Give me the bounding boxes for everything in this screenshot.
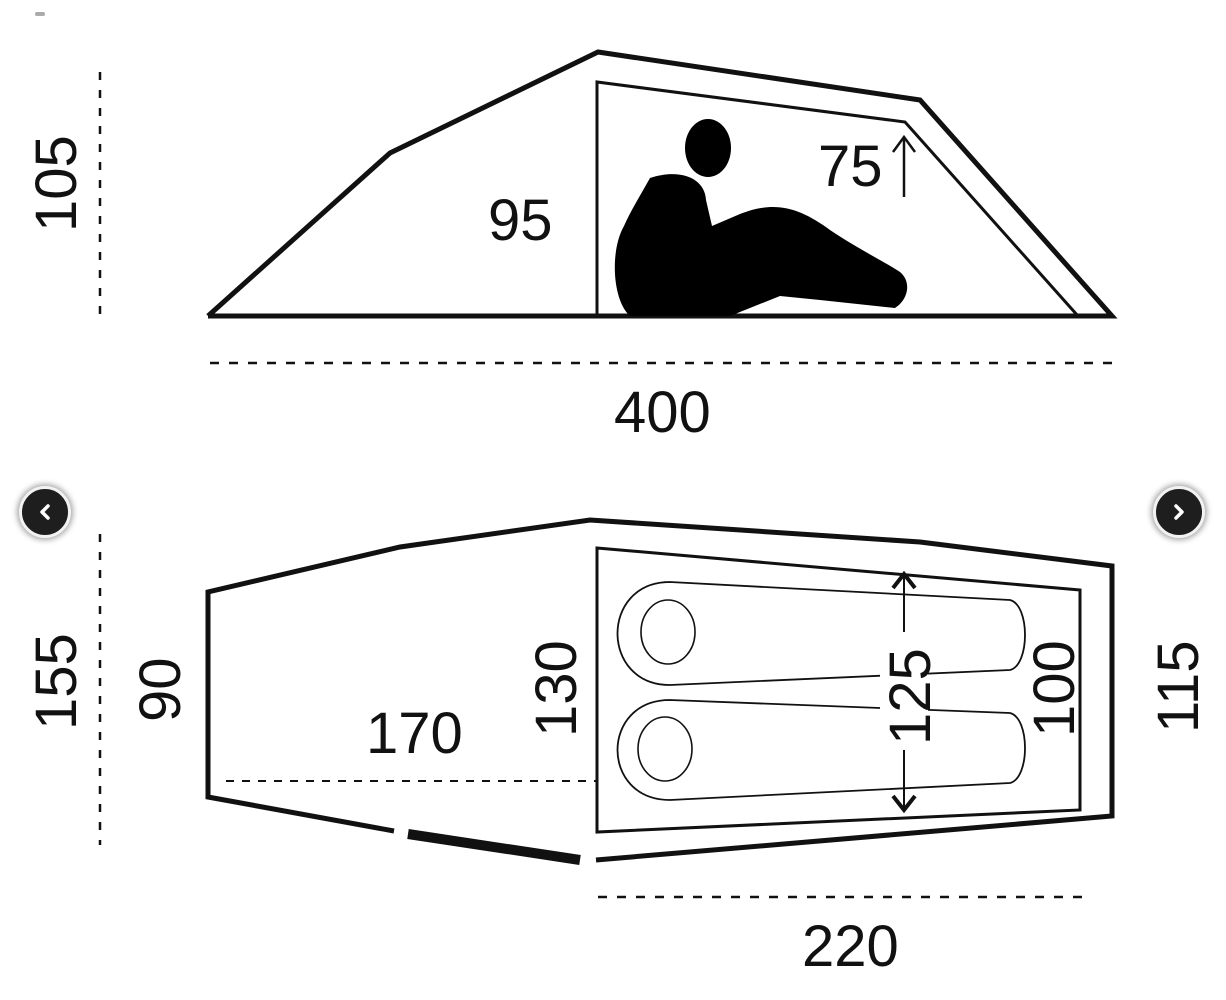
door-zipper: [407, 829, 581, 865]
next-button[interactable]: [1153, 486, 1205, 538]
total-width-label: 155: [24, 633, 89, 730]
width-double-arrow-icon: [891, 570, 917, 814]
pillow-2: [637, 716, 693, 782]
top-indicator: [35, 12, 45, 16]
outer-footprint: [205, 517, 1115, 863]
chevron-left-icon: [40, 504, 50, 520]
person-silhouette: [614, 119, 908, 316]
total-height-label: 105: [24, 135, 89, 232]
floor-plan: 155 90 170 130 125 100 115 220: [24, 517, 1211, 979]
sleeping-bag-2: [616, 699, 1026, 801]
length-label: 400: [614, 380, 711, 445]
outer-fly-outline: [206, 49, 1118, 319]
inner-head-width-label: 130: [524, 640, 589, 737]
inner-tent-outline: [595, 80, 1080, 317]
sleeping-bag-1: [616, 581, 1026, 686]
inner-length-label: 220: [802, 914, 899, 979]
foot-width-label: 115: [1146, 641, 1211, 733]
vestibule-width-label: 90: [128, 657, 193, 722]
foot-height-label: 75: [818, 134, 883, 199]
sleeping-width-label: 125: [878, 648, 943, 745]
vestibule-length-label: 170: [366, 701, 463, 766]
pillow-1: [640, 599, 696, 665]
chevron-right-icon: [1174, 504, 1184, 520]
prev-button[interactable]: [19, 486, 71, 538]
inner-height-label: 95: [488, 188, 553, 253]
up-arrow-icon: [891, 134, 917, 197]
side-view: 105 95 75 400: [24, 49, 1118, 445]
inner-foot-width-label: 100: [1022, 640, 1087, 737]
inner-tent-floor: [595, 546, 1082, 834]
